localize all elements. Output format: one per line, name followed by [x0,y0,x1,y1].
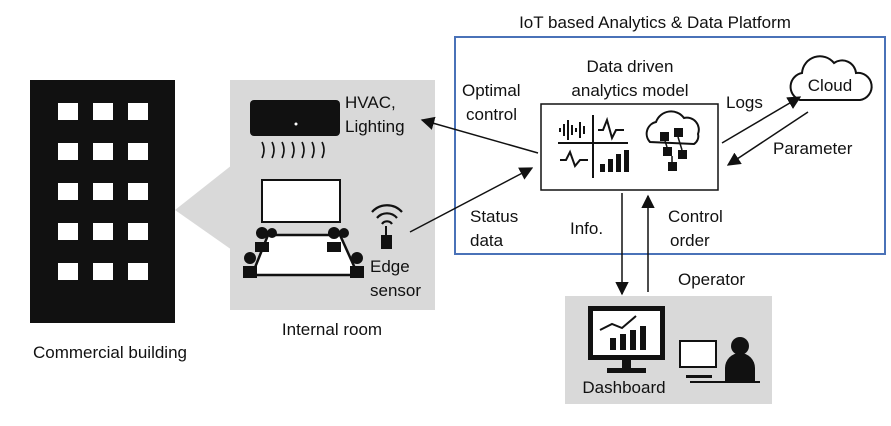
cloud-icon [789,55,873,101]
analytics-bar-icon [600,150,629,172]
meeting-room-icon [243,179,364,278]
analytics-chart-icon [558,115,628,178]
building-icon [30,80,175,323]
control-order-label-line2: order [670,231,710,250]
platform-title: IoT based Analytics & Data Platform [519,13,791,32]
logs-arrow [721,96,802,144]
dashboard-label: Dashboard [582,378,665,397]
model-label-line1: Data driven [587,57,674,76]
cloud-network-icon [645,110,700,171]
room-callout-pointer [175,165,232,250]
edge-sensor-label-line1: Edge [370,257,410,276]
info-label: Info. [570,219,603,238]
operator-person-icon [679,337,760,383]
hvac-label-line2: Lighting [345,117,405,136]
status-data-arrow [409,167,534,233]
wifi-icon [371,204,403,225]
logs-label: Logs [726,93,763,112]
status-data-label-line1: Status [470,207,518,226]
hvac-label-line1: HVAC, [345,93,396,112]
status-data-label-line2: data [470,231,504,250]
optimal-control-arrow [420,116,539,154]
parameter-arrow [726,111,809,166]
edge-sensor-label-line2: sensor [370,281,421,300]
dashboard-monitor-icon [588,306,665,373]
control-order-label-line1: Control [668,207,723,226]
building-label: Commercial building [33,343,187,362]
analytics-model-box [540,103,719,191]
cloud-label: Cloud [808,76,852,95]
optimal-control-label-line1: Optimal [462,81,521,100]
parameter-label: Parameter [773,139,853,158]
edge-sensor-icon [381,235,392,249]
model-label-line2: analytics model [571,81,688,100]
hvac-unit-icon [250,100,340,159]
platform-frame [454,36,886,255]
room-label: Internal room [282,320,382,339]
optimal-control-label-line2: control [466,105,517,124]
operator-label: Operator [678,270,745,289]
